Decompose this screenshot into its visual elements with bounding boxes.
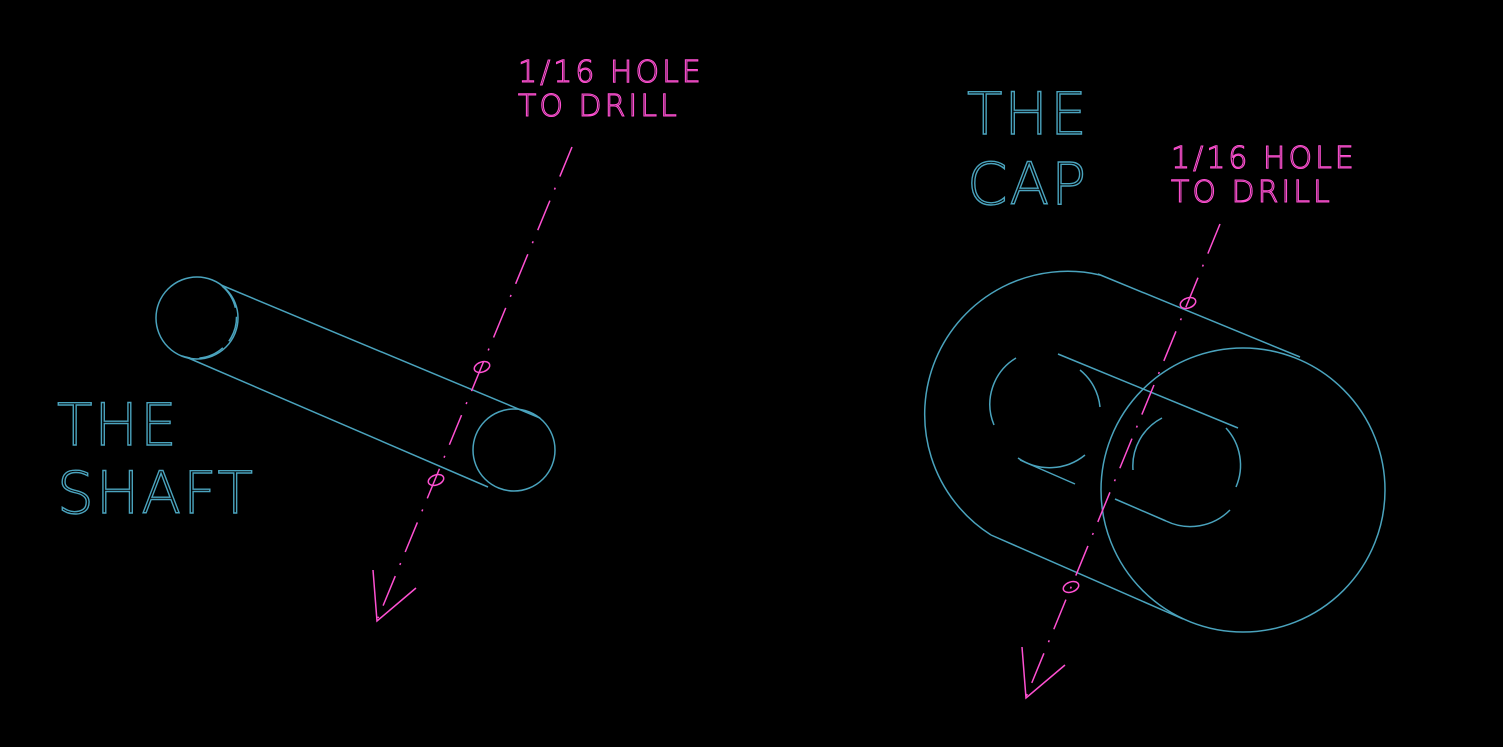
cap-hole-note-line2: TO DRILL (1171, 175, 1333, 210)
cap-front-face-circle (1100, 347, 1386, 633)
shaft-hole-top-ellipse (473, 360, 491, 374)
cap-title-line1: THE (967, 80, 1089, 148)
cap-view: THE CAP 1/16 HOLE TO DRILL (923, 79, 1386, 700)
cap-back-outline (923, 270, 1101, 536)
shaft-hole-centerline (377, 146, 573, 619)
cap-bottom-edge (990, 534, 1184, 620)
cap-hole-top-ellipse (1179, 296, 1197, 310)
shaft-hole-bottom-ellipse (427, 473, 445, 487)
cap-inner-bore-back-arc-right (1079, 369, 1101, 408)
cap-top-edge (1097, 273, 1301, 358)
cap-inner-bore-front-arc-bottom (1165, 509, 1231, 528)
shaft-back-end-circle (155, 276, 239, 360)
shaft-arrowhead (372, 569, 417, 623)
cap-inner-bore-front-arc (1132, 417, 1163, 471)
cap-inner-bore-front-arc-right (1225, 427, 1242, 488)
shaft-top-edge (220, 284, 541, 419)
cap-arrowhead (1021, 646, 1066, 700)
cap-hole-note-line1: 1/16 HOLE (1171, 141, 1357, 176)
shaft-front-end-circle (472, 408, 556, 492)
cap-hole-centerline (1025, 223, 1221, 698)
cap-inner-bore-bottom-line (1019, 459, 1076, 485)
shaft-title-line1: THE (57, 391, 179, 459)
cap-inner-bore-back-arc-bottom (1017, 454, 1086, 469)
shaft-view: THE SHAFT 1/16 HOLE TO DRILL (56, 54, 704, 623)
shaft-bottom-edge (185, 356, 489, 488)
cap-hole-bottom-ellipse (1062, 580, 1080, 594)
shaft-hole-note-line1: 1/16 HOLE (518, 55, 704, 90)
cap-inner-bore-back-arc (989, 357, 1017, 426)
cap-title-line2: CAP (967, 150, 1088, 218)
shaft-hidden-arc (181, 285, 238, 359)
shaft-hole-note-line2: TO DRILL (518, 89, 680, 124)
cap-inner-bore-top-line (1057, 353, 1239, 429)
shaft-title-line2: SHAFT (57, 459, 255, 527)
cap-inner-bore-bottom-line-front (1114, 498, 1167, 522)
